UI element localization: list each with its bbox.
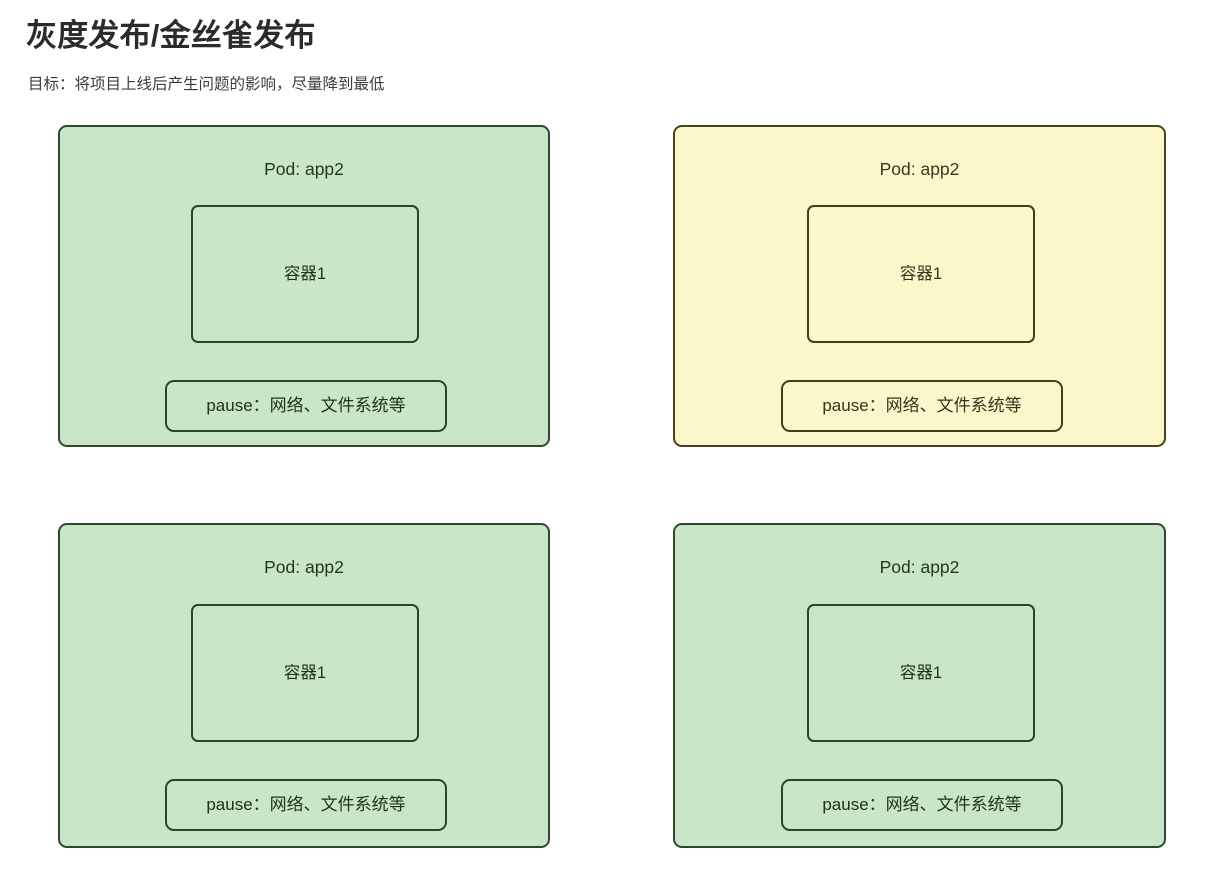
pause-container-label: pause：网络、文件系统等 <box>822 396 1022 415</box>
pod-card-top-right[interactable]: Pod: app2 容器1 pause：网络、文件系统等 <box>673 125 1166 447</box>
pod-card-top-left[interactable]: Pod: app2 容器1 pause：网络、文件系统等 <box>58 125 550 447</box>
pause-container-box[interactable]: pause：网络、文件系统等 <box>165 779 447 831</box>
pause-container-box[interactable]: pause：网络、文件系统等 <box>165 380 447 432</box>
pod-title-label: Pod: app2 <box>264 557 344 577</box>
page-title: 灰度发布/金丝雀发布 <box>26 18 316 53</box>
container-box[interactable]: 容器1 <box>191 205 419 343</box>
container-label: 容器1 <box>283 664 327 682</box>
pause-container-label: pause：网络、文件系统等 <box>206 795 406 814</box>
pod-card-bottom-right[interactable]: Pod: app2 容器1 pause：网络、文件系统等 <box>673 523 1166 848</box>
container-label: 容器1 <box>899 265 943 283</box>
pause-container-label: pause：网络、文件系统等 <box>822 795 1022 814</box>
container-label: 容器1 <box>899 664 943 682</box>
pod-title-label: Pod: app2 <box>264 159 344 179</box>
pod-card-bottom-left[interactable]: Pod: app2 容器1 pause：网络、文件系统等 <box>58 523 550 848</box>
pause-container-label: pause：网络、文件系统等 <box>206 396 406 415</box>
pod-title-label: Pod: app2 <box>879 159 960 179</box>
pause-container-box[interactable]: pause：网络、文件系统等 <box>781 380 1063 432</box>
container-box[interactable]: 容器1 <box>191 604 419 742</box>
pause-container-box[interactable]: pause：网络、文件系统等 <box>781 779 1063 831</box>
container-box[interactable]: 容器1 <box>807 205 1035 343</box>
container-label: 容器1 <box>283 265 327 283</box>
page-subtitle: 目标：将项目上线后产生问题的影响，尽量降到最低 <box>28 76 385 93</box>
pod-title-label: Pod: app2 <box>879 557 960 577</box>
container-box[interactable]: 容器1 <box>807 604 1035 742</box>
